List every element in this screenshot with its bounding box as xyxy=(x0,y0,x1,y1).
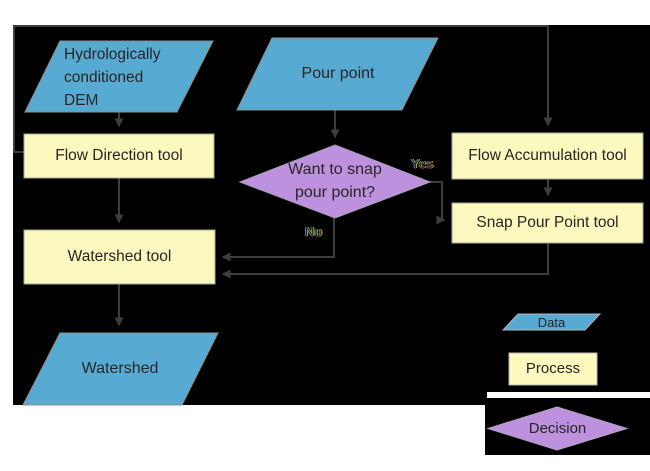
snap-pour-point-box xyxy=(451,202,644,244)
flow-accumulation-box xyxy=(451,132,644,180)
decision-diamond xyxy=(238,144,432,219)
connector-decision-yes-to-snap-pour-point xyxy=(430,181,446,225)
pour-point-parallelogram xyxy=(236,37,439,111)
flow-direction-box xyxy=(23,133,215,179)
legend-process-box xyxy=(508,352,598,386)
connector-flow-direction-to-flow-accumulation xyxy=(13,25,553,153)
dem-parallelogram xyxy=(24,40,214,113)
connector-decision-no-to-watershed-tool xyxy=(221,218,335,262)
watershed-tool-box xyxy=(23,229,216,285)
legend-data-parallelogram xyxy=(501,313,602,331)
legend-decision-diamond xyxy=(486,406,629,451)
connector-snap-pour-point-to-watershed-tool xyxy=(221,243,549,279)
watershed-parallelogram xyxy=(22,332,219,406)
